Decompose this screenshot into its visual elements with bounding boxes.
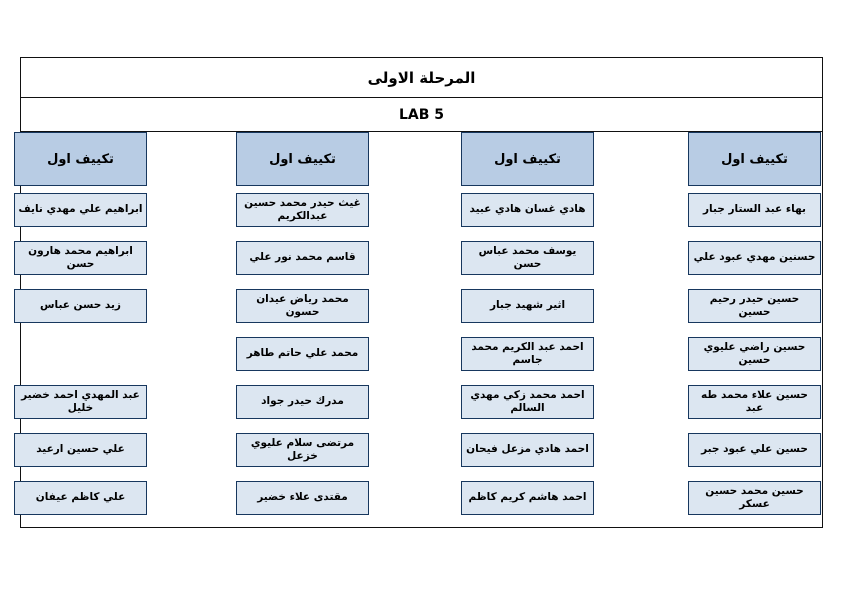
student-cell: حسين علاء محمد طه عبد: [688, 385, 821, 419]
table-title-row: المرحلة الاولى: [21, 58, 822, 98]
student-column-4: تكييف اول ابراهيم علي مهدي نايف ابراهيم …: [14, 132, 147, 529]
column-header-3: تكييف اول: [236, 132, 369, 186]
student-cell: احمد هاشم كريم كاظم: [461, 481, 594, 515]
student-cell: احمد هادي مزعل فيحان: [461, 433, 594, 467]
student-cell: اثير شهيد جبار: [461, 289, 594, 323]
student-cell: حسين راضي عليوي حسين: [688, 337, 821, 371]
student-cell: هادي غسان هادي عبيد: [461, 193, 594, 227]
lab-label: LAB 5: [398, 106, 445, 123]
lab-subtitle-row: LAB 5: [21, 98, 822, 132]
student-cell: محمد رياض عيدان حسون: [236, 289, 369, 323]
student-cell: قاسم محمد نور علي: [236, 241, 369, 275]
column-header-1: تكييف اول: [688, 132, 821, 186]
student-cell: زيد حسن عباس: [14, 289, 147, 323]
student-cell: ابراهيم محمد هارون حسن: [14, 241, 147, 275]
student-cell-empty: [14, 337, 147, 371]
student-column-2: تكييف اول هادي غسان هادي عبيد يوسف محمد …: [461, 132, 594, 529]
student-cell: يوسف محمد عباس حسن: [461, 241, 594, 275]
student-cell: حسين حيدر رحيم حسين: [688, 289, 821, 323]
student-columns: تكييف اول بهاء عبد الستار جبار حسنين مهد…: [14, 132, 822, 529]
student-column-3: تكييف اول غيث حيدر محمد حسين عبدالكريم ق…: [236, 132, 369, 529]
student-cell: مدرك حيدر جواد: [236, 385, 369, 419]
student-cell: حسين علي عبود جبر: [688, 433, 821, 467]
student-cell: عبد المهدي احمد خضير خليل: [14, 385, 147, 419]
student-column-1: تكييف اول بهاء عبد الستار جبار حسنين مهد…: [688, 132, 821, 529]
student-cell: محمد علي حاتم طاهر: [236, 337, 369, 371]
student-cell: مقتدى علاء خضير: [236, 481, 369, 515]
student-cell: غيث حيدر محمد حسين عبدالكريم: [236, 193, 369, 227]
roster-table: المرحلة الاولى LAB 5 تكييف اول بهاء عبد …: [14, 57, 823, 529]
student-cell: علي كاظم عيفان: [14, 481, 147, 515]
student-cell: مرتضى سلام عليوي خزعل: [236, 433, 369, 467]
column-header-4: تكييف اول: [14, 132, 147, 186]
student-cell: ابراهيم علي مهدي نايف: [14, 193, 147, 227]
student-cell: حسين محمد حسين عسكر: [688, 481, 821, 515]
student-cell: علي حسين ارعيد: [14, 433, 147, 467]
student-cell: احمد محمد زكي مهدي السالم: [461, 385, 594, 419]
page-title: المرحلة الاولى: [367, 68, 476, 87]
student-cell: بهاء عبد الستار جبار: [688, 193, 821, 227]
column-header-2: تكييف اول: [461, 132, 594, 186]
student-cell: احمد عبد الكريم محمد جاسم: [461, 337, 594, 371]
student-cell: حسنين مهدي عبود علي: [688, 241, 821, 275]
